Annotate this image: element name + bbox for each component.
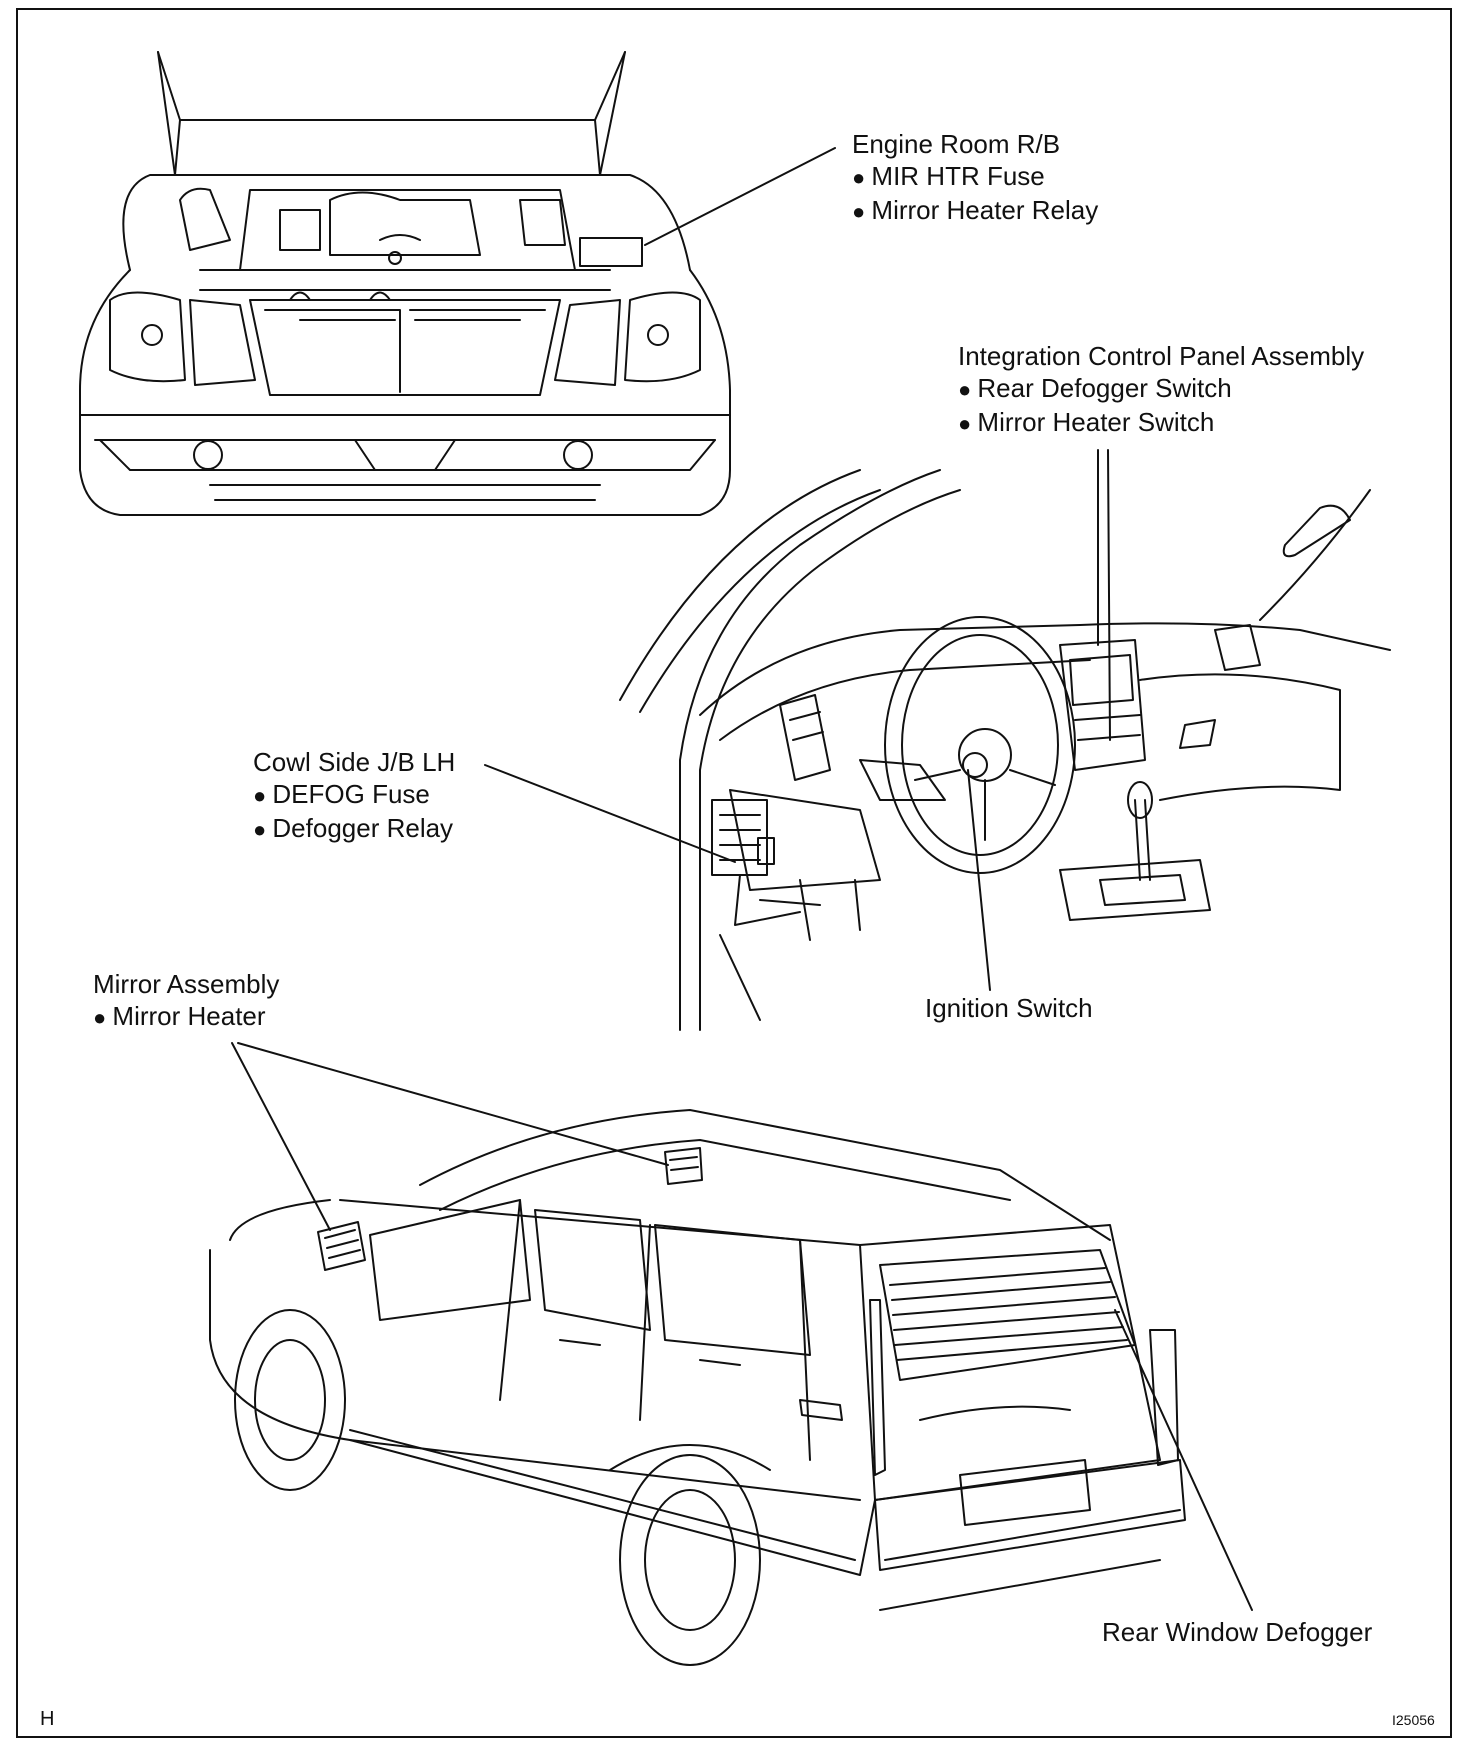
figure-code: I25056 [1392, 1712, 1435, 1728]
mirror-assembly-leader-1 [231, 1042, 331, 1231]
vehicle-illustration [209, 1109, 1186, 1666]
mirror-assembly-title: Mirror Assembly [93, 969, 280, 999]
mirror-assembly-callout: Mirror Assembly Mirror Heater [93, 968, 279, 1034]
rear-defogger-title: Rear Window Defogger [1102, 1617, 1373, 1647]
integration-panel-leader-2 [1107, 449, 1111, 741]
cowl-side-leader-line [484, 764, 736, 863]
engine-room-callout: Engine Room R/B MIR HTR Fuse Mirror Heat… [852, 128, 1098, 228]
corner-letter: H [40, 1708, 55, 1730]
engine-room-item-fuse: MIR HTR Fuse [852, 160, 1098, 194]
ignition-switch-callout: Ignition Switch [925, 992, 1093, 1024]
rear-defogger-callout: Rear Window Defogger [1102, 1616, 1372, 1648]
ignition-switch-title: Ignition Switch [925, 993, 1093, 1023]
engine-room-leader-line [644, 147, 836, 246]
integration-panel-title: Integration Control Panel Assembly [958, 341, 1365, 371]
engine-bay-illustration [79, 51, 731, 516]
mirror-assembly-leader-2 [237, 1042, 669, 1166]
integration-panel-item-mirror-switch: Mirror Heater Switch [958, 406, 1364, 440]
cowl-side-item-relay: Defogger Relay [253, 812, 455, 846]
engine-room-title: Engine Room R/B [852, 129, 1061, 159]
integration-panel-callout: Integration Control Panel Assembly Rear … [958, 340, 1364, 440]
rear-defogger-leader-line [1114, 1309, 1253, 1611]
cowl-side-callout: Cowl Side J/B LH DEFOG Fuse Defogger Rel… [253, 746, 455, 846]
cowl-side-title: Cowl Side J/B LH [253, 747, 456, 777]
integration-panel-item-defogger-switch: Rear Defogger Switch [958, 372, 1364, 406]
cowl-side-item-fuse: DEFOG Fuse [253, 778, 455, 812]
engine-room-item-relay: Mirror Heater Relay [852, 194, 1098, 228]
dashboard-illustration [619, 469, 1391, 1031]
ignition-switch-leader-line [967, 769, 991, 991]
mirror-assembly-item-heater: Mirror Heater [93, 1000, 279, 1034]
diagram-frame [16, 8, 1452, 1738]
